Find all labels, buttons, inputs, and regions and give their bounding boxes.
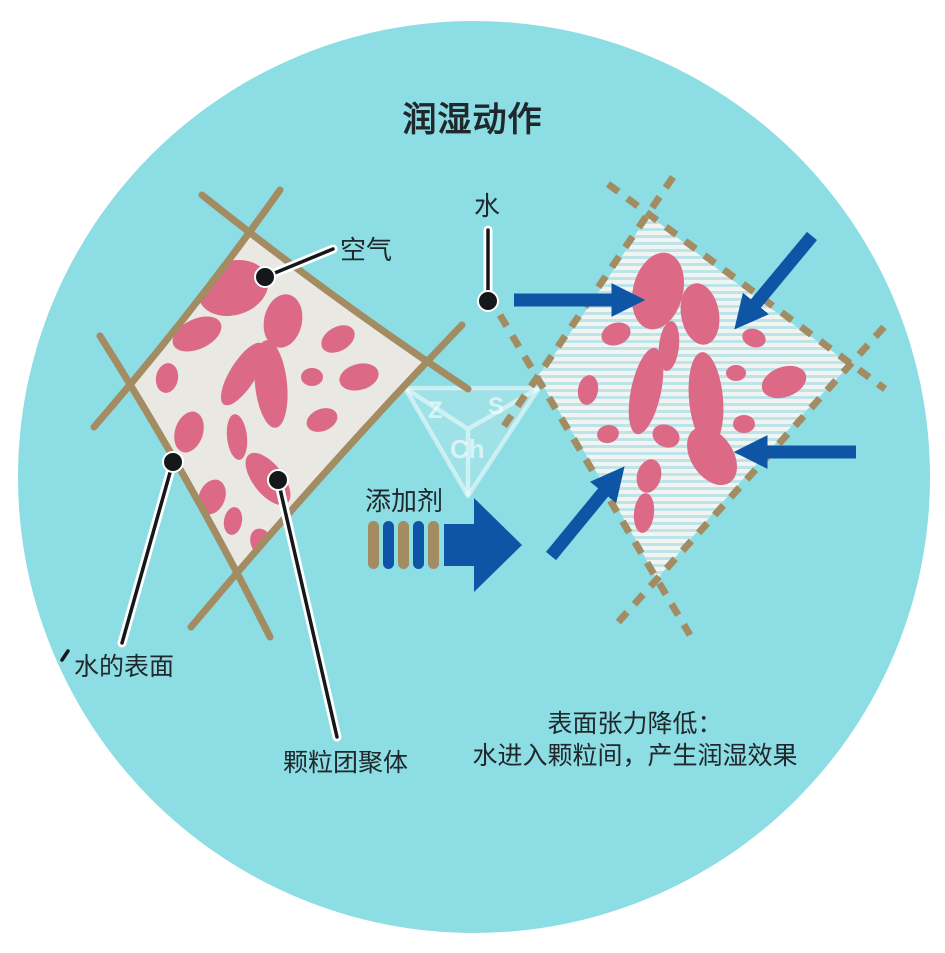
additive-bar — [428, 521, 439, 569]
transform-arrow-icon — [444, 498, 522, 592]
compress-arrow-top-right-icon — [734, 231, 817, 330]
dry-particles — [155, 260, 379, 558]
surface-tension-frame — [90, 186, 472, 641]
water-leader-line — [477, 225, 499, 312]
watermark-letter-ch: Ch — [450, 434, 485, 464]
result-caption: 表面张力降低： 水进入颗粒间，产生润湿效果 — [425, 709, 845, 772]
air-callout-dot — [254, 266, 276, 288]
additive-bar — [368, 521, 379, 569]
page-title: 润湿动作 — [402, 101, 543, 139]
additive-group — [368, 498, 522, 592]
label-water: 水 — [474, 191, 501, 221]
caption-line-2: 水进入颗粒间，产生润湿效果 — [472, 741, 798, 770]
air-leader-line — [254, 244, 338, 288]
label-additive: 添加剂 — [365, 486, 444, 516]
agglomerate-callout-dot — [267, 469, 289, 491]
watermark-letter-z: Z — [428, 397, 443, 424]
label-water-surface: 水的表面 — [74, 653, 175, 681]
wetted-agglomerate-figure — [495, 175, 888, 637]
watermark-logo: Z S Ch — [402, 385, 542, 499]
additive-bar — [383, 521, 394, 569]
compress-arrow-bottom-left-icon — [545, 466, 625, 561]
additive-bar — [398, 521, 409, 569]
additive-bar — [413, 521, 424, 569]
label-air: 空气 — [340, 235, 393, 265]
label-particle-agglomerate: 颗粒团聚体 — [283, 749, 409, 777]
water-callout-dot — [477, 290, 499, 312]
watermark-letter-s: S — [488, 393, 504, 420]
agglomerate-leader-line — [267, 469, 342, 742]
water-surface-callout-dot — [162, 451, 184, 473]
caption-line-1: 表面张力降低： — [547, 710, 723, 738]
dry-agglomerate-figure — [60, 186, 472, 742]
water-surface-leader-line — [60, 451, 184, 662]
arrows — [514, 231, 856, 561]
